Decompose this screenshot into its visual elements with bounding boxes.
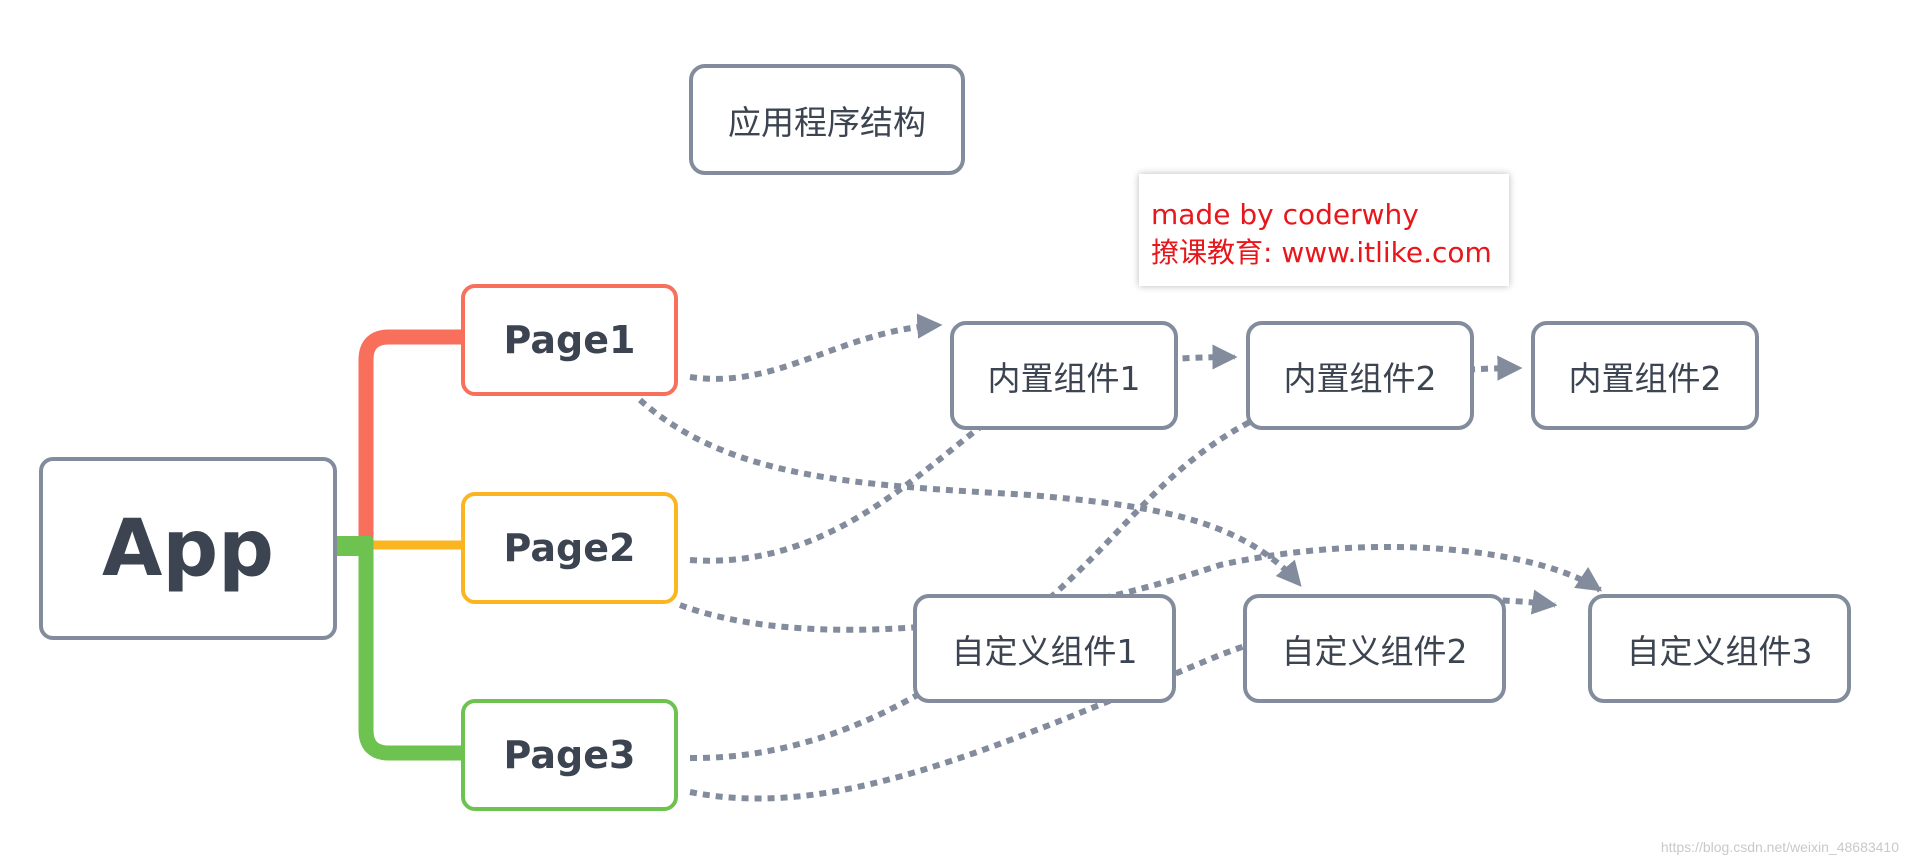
app-node: App xyxy=(39,457,337,640)
connector-page3 xyxy=(336,537,462,761)
tree-connectors xyxy=(336,329,462,761)
custom-component-1: 自定义组件1 xyxy=(913,594,1176,703)
arrow-page2-to-custom3 xyxy=(678,543,1603,633)
credit-author: made by coderwhy xyxy=(1151,198,1419,231)
page2-node: Page2 xyxy=(461,492,678,604)
page1-node: Page1 xyxy=(461,284,678,396)
credit-website: 撩课教育: www.itlike.com xyxy=(1151,236,1492,269)
connector-page1 xyxy=(336,329,462,553)
dotted-arrows xyxy=(638,313,1603,802)
builtin-component-3: 内置组件2 xyxy=(1531,321,1759,430)
watermark-url: https://blog.csdn.net/weixin_48683410 xyxy=(1660,839,1899,855)
diagram-title: 应用程序结构 xyxy=(689,64,965,175)
credit-note: made by coderwhy 撩课教育: www.itlike.com xyxy=(1139,174,1509,286)
custom-component-2: 自定义组件2 xyxy=(1243,594,1506,703)
connector-hub xyxy=(336,536,371,556)
page3-node: Page3 xyxy=(461,699,678,811)
custom-component-3: 自定义组件3 xyxy=(1588,594,1851,703)
arrow-page1-to-builtin1 xyxy=(689,313,943,382)
arrow-page1-to-custom2 xyxy=(638,397,1303,587)
arrow-page3-to-custom3 xyxy=(689,589,1558,802)
arrow-page2-to-builtin2 xyxy=(689,344,1238,564)
builtin-component-1: 内置组件1 xyxy=(950,321,1178,430)
builtin-component-2: 内置组件2 xyxy=(1246,321,1474,430)
